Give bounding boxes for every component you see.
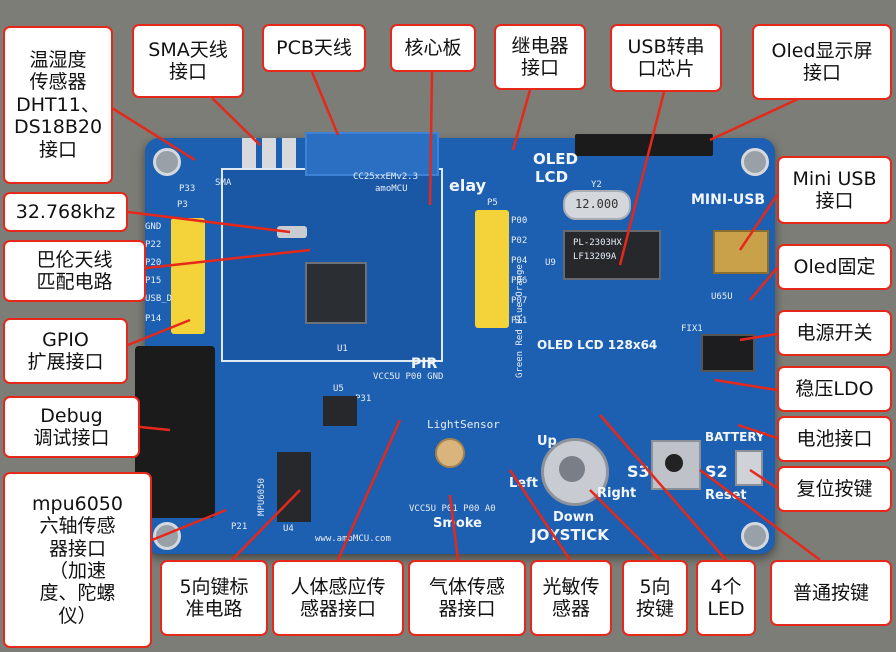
label-debug: Debug 调试接口 bbox=[3, 396, 140, 458]
label-joystick-circuit: 5向键标 准电路 bbox=[160, 560, 268, 636]
label-oled-screen: Oled显示屏 接口 bbox=[752, 24, 892, 100]
pin-label: GND bbox=[145, 222, 162, 232]
right-silk: Right bbox=[597, 486, 637, 501]
label-battery: 电池接口 bbox=[777, 416, 892, 462]
mini-usb-silk: MINI-USB bbox=[691, 192, 765, 208]
pin-label: P07 bbox=[511, 296, 528, 306]
p5-silk: P5 bbox=[487, 198, 498, 208]
pin-label: P22 bbox=[145, 240, 162, 250]
pin-label: P14 bbox=[145, 314, 162, 324]
relay-silk: elay bbox=[449, 176, 487, 195]
mount-hole bbox=[153, 522, 181, 550]
oled-header bbox=[575, 134, 713, 156]
label-pir: 人体感应传 感器接口 bbox=[272, 560, 404, 636]
y2-silk: Y2 bbox=[591, 180, 602, 190]
gpio-header-right bbox=[475, 210, 509, 328]
button-s3-cap bbox=[665, 454, 683, 472]
usb-chip-silk: PL-2303HX bbox=[573, 238, 622, 248]
pir-pins-silk: VCC5U P00 GND bbox=[373, 372, 444, 382]
u1-silk: U1 bbox=[337, 344, 348, 354]
sma-pad bbox=[262, 138, 276, 168]
label-mini-usb: Mini USB 接口 bbox=[777, 156, 892, 224]
pcb-antenna bbox=[305, 132, 439, 176]
s2-silk: S2 bbox=[705, 462, 728, 481]
u5-silk: U5 bbox=[333, 384, 344, 394]
crystal-32k bbox=[277, 226, 307, 238]
label-sma: SMA天线 接口 bbox=[132, 24, 244, 98]
usb-chip-code-silk: LF13209A bbox=[573, 252, 617, 262]
pin-label: P04 bbox=[511, 256, 528, 266]
pin-label: P15 bbox=[145, 276, 162, 286]
pin-label: P06 bbox=[511, 276, 528, 286]
label-gas: 气体传感 器接口 bbox=[408, 560, 526, 636]
pcb-board: SMA CC25xxEMv2.3 amoMCU U1 GND P22 P20 P… bbox=[135, 132, 775, 554]
mini-usb-port bbox=[713, 230, 769, 274]
p33-silk: P33 bbox=[179, 184, 196, 194]
u5-chip bbox=[323, 396, 357, 426]
pin-label: P00 bbox=[511, 216, 528, 226]
light-sensor bbox=[435, 438, 465, 468]
up-silk: Up bbox=[537, 434, 557, 449]
smoke-silk: Smoke bbox=[433, 516, 482, 531]
usb-serial-chip bbox=[563, 230, 661, 280]
label-led: 4个 LED bbox=[696, 560, 756, 636]
pin-label: P20 bbox=[145, 258, 162, 268]
sma-pad bbox=[282, 138, 296, 168]
crystal-12m bbox=[563, 190, 631, 220]
button-s2 bbox=[735, 450, 763, 486]
fix1-silk: FIX1 bbox=[681, 324, 703, 334]
label-usb-serial: USB转串 口芯片 bbox=[610, 24, 722, 92]
sma-silk: SMA bbox=[215, 178, 232, 188]
label-ldo: 稳压LDO bbox=[777, 366, 892, 412]
label-gpio: GPIO 扩展接口 bbox=[3, 318, 128, 384]
u9-silk: U9 bbox=[545, 258, 556, 268]
reset-silk: Reset bbox=[705, 488, 747, 503]
label-power-switch: 电源开关 bbox=[777, 310, 892, 356]
label-light-sensor: 光敏传 感器 bbox=[530, 560, 612, 636]
label-five-key: 5向 按键 bbox=[622, 560, 688, 636]
power-switch bbox=[701, 334, 755, 372]
label-relay: 继电器 接口 bbox=[494, 24, 586, 90]
mount-hole bbox=[153, 148, 181, 176]
pin-label: USB_D bbox=[145, 294, 173, 304]
lcd-silk: LCD bbox=[535, 168, 569, 186]
pin-label: P02 bbox=[511, 236, 528, 246]
p21-silk: P21 bbox=[231, 522, 248, 532]
joystick bbox=[541, 438, 609, 506]
label-dht-sensor: 温湿度 传感器 DHT11、 DS18B20 接口 bbox=[3, 26, 113, 184]
label-button: 普通按键 bbox=[770, 560, 892, 626]
mount-hole bbox=[741, 522, 769, 550]
pin-label: P11 bbox=[511, 316, 528, 326]
gpio-header-left bbox=[171, 218, 205, 334]
light-sensor-silk: LightSensor bbox=[427, 418, 500, 431]
p31-silk: P31 bbox=[355, 394, 372, 404]
label-mpu6050: mpu6050 六轴传感 器接口 （加速 度、陀螺 仪） bbox=[3, 472, 152, 648]
label-balun: 巴伦天线 匹配电路 bbox=[3, 240, 146, 302]
ldo-silk: U65U bbox=[711, 292, 733, 302]
u4-silk: U4 bbox=[283, 524, 294, 534]
pir-silk: PIR bbox=[411, 356, 438, 372]
crystal-value-silk: 12.000 bbox=[575, 197, 619, 211]
label-oled-fix: Oled固定 bbox=[777, 244, 892, 290]
mount-hole bbox=[741, 148, 769, 176]
module-name-silk: CC25xxEMv2.3 bbox=[353, 172, 419, 182]
module-brand-silk: amoMCU bbox=[375, 184, 408, 194]
u4-chip bbox=[277, 452, 311, 522]
label-reset: 复位按键 bbox=[777, 466, 892, 512]
label-pcb-antenna: PCB天线 bbox=[262, 24, 366, 72]
website-silk: www.amoMCU.com bbox=[315, 534, 391, 544]
p3-silk: P3 bbox=[177, 200, 188, 210]
label-core-board: 核心板 bbox=[390, 24, 476, 72]
cc2540-chip bbox=[305, 262, 367, 324]
down-silk: Down bbox=[553, 510, 594, 525]
oled-lcd-silk: OLED LCD 128x64 bbox=[537, 338, 658, 352]
joystick-knob bbox=[559, 456, 585, 482]
oled-silk: OLED bbox=[533, 150, 579, 168]
label-crystal: 32.768khz bbox=[3, 192, 128, 232]
battery-silk: BATTERY bbox=[705, 430, 765, 444]
sma-pad bbox=[242, 138, 256, 168]
